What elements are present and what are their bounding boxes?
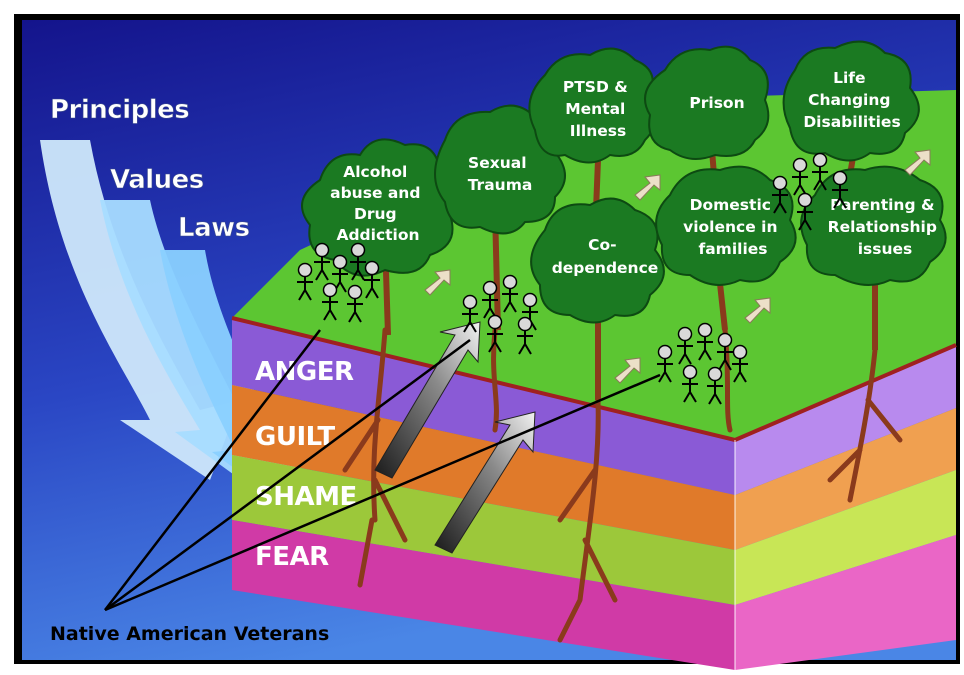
tree-label-ptsd: PTSD & Mental Illness	[563, 78, 633, 140]
tree-disabilities: Life Changing Disabilities	[784, 42, 919, 161]
layer-label-anger: ANGER	[255, 357, 354, 387]
left-term-laws: Laws	[178, 213, 250, 243]
left-term-principles: Principles	[50, 95, 189, 125]
tree-codependence: Co- dependence	[531, 199, 664, 323]
layer-label-fear: FEAR	[255, 542, 329, 572]
caption-native-american-veterans: Native American Veterans	[50, 623, 329, 645]
tree-label-prison: Prison	[689, 94, 744, 112]
left-term-values: Values	[110, 165, 204, 195]
